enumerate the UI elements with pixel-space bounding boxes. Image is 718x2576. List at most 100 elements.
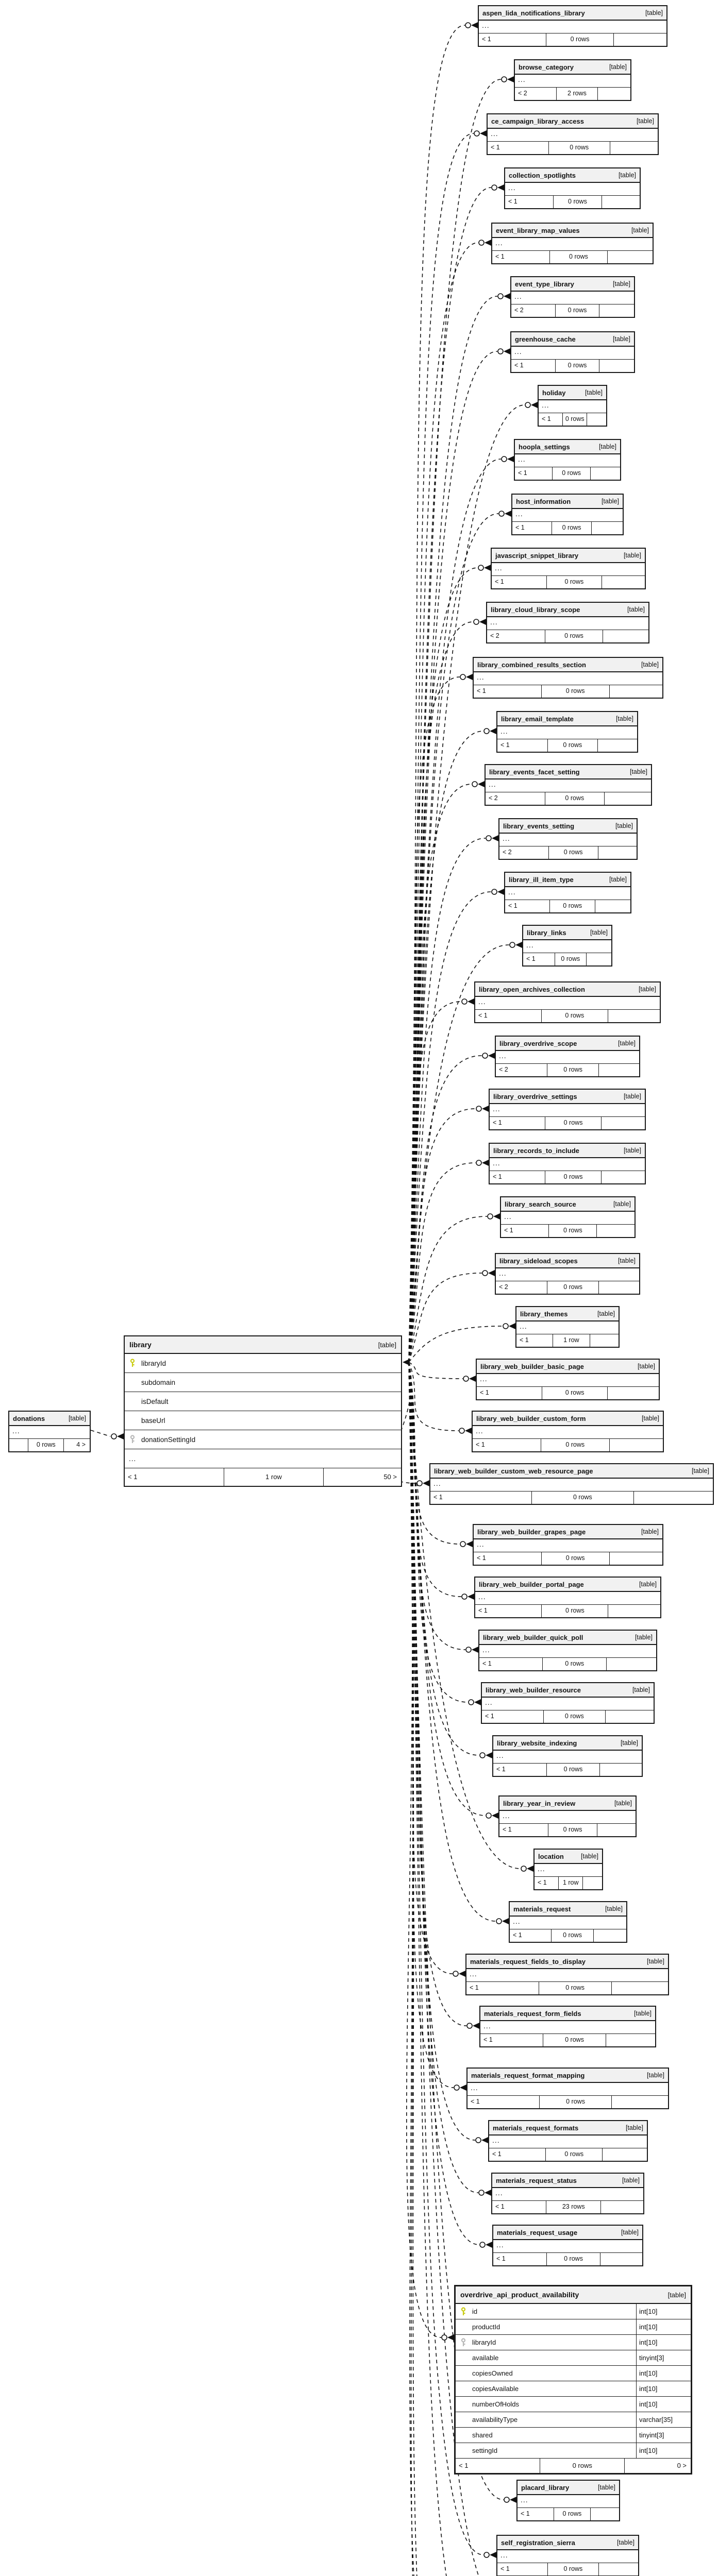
table-title[interactable]: library_cloud_library_scope	[491, 605, 580, 614]
table-title[interactable]: library	[129, 1341, 152, 1349]
related-table-node[interactable]: library_ill_item_type [table] ... < 1 0 …	[504, 872, 631, 913]
related-table-node[interactable]: browse_category [table] ... < 2 2 rows	[514, 59, 631, 101]
table-title[interactable]: library_combined_results_section	[477, 660, 586, 669]
related-table-node[interactable]: library_search_source [table] ... < 1 0 …	[500, 1196, 636, 1238]
related-table-node[interactable]: greenhouse_cache [table] ... < 1 0 rows	[510, 331, 635, 373]
overdrive-table-node[interactable]: overdrive_api_product_availability [tabl…	[454, 2285, 692, 2475]
table-title[interactable]: materials_request_format_mapping	[471, 2071, 585, 2079]
related-table-node[interactable]: library_events_setting [table] ... < 2 0…	[498, 818, 638, 860]
table-title[interactable]: library_events_facet_setting	[489, 768, 580, 776]
donations-table-node[interactable]: donations [table] ... 0 rows 4 >	[8, 1411, 91, 1452]
table-title[interactable]: library_web_builder_grapes_page	[477, 1528, 586, 1536]
table-title[interactable]: library_overdrive_scope	[499, 1039, 577, 1047]
table-title[interactable]: self_registration_sierra	[501, 2538, 575, 2547]
related-table-node[interactable]: library_website_indexing [table] ... < 1…	[492, 1735, 643, 1777]
child-count	[614, 33, 666, 46]
table-title[interactable]: library_web_builder_resource	[486, 1686, 581, 1694]
table-title[interactable]: location	[538, 1852, 564, 1860]
table-title[interactable]: placard_library	[521, 2483, 570, 2492]
related-table-node[interactable]: library_open_archives_collection [table]…	[474, 981, 661, 1023]
related-table-node[interactable]: library_web_builder_custom_web_resource_…	[429, 1463, 714, 1505]
parent-count: < 2	[487, 630, 545, 642]
related-table-node[interactable]: materials_request_fields_to_display [tab…	[465, 1954, 669, 1995]
related-table-node[interactable]: materials_request_format_mapping [table]…	[466, 2067, 669, 2109]
related-table-node[interactable]: library_web_builder_quick_poll [table] .…	[478, 1630, 657, 1671]
table-type-label: [table]	[378, 1341, 396, 1349]
table-title[interactable]: materials_request	[513, 1905, 571, 1913]
table-title[interactable]: library_web_builder_portal_page	[479, 1580, 584, 1588]
table-title[interactable]: ce_campaign_library_access	[491, 117, 584, 125]
related-table-node[interactable]: library_themes [table] ... < 1 1 row	[515, 1306, 620, 1348]
table-title[interactable]: library_overdrive_settings	[493, 1092, 577, 1100]
table-title[interactable]: library_open_archives_collection	[479, 985, 585, 993]
related-table-node[interactable]: library_overdrive_settings [table] ... <…	[489, 1089, 646, 1130]
related-table-node[interactable]: library_links [table] ... < 1 0 rows	[522, 925, 612, 967]
table-title[interactable]: collection_spotlights	[509, 171, 576, 179]
table-title[interactable]: library_web_builder_basic_page	[480, 1362, 584, 1370]
related-table-node[interactable]: materials_request_usage [table] ... < 1 …	[492, 2225, 643, 2266]
table-title[interactable]: library_sideload_scopes	[499, 1257, 578, 1265]
table-title[interactable]: greenhouse_cache	[515, 335, 576, 343]
table-title[interactable]: materials_request_usage	[497, 2228, 578, 2236]
related-table-node[interactable]: library_year_in_review [table] ... < 1 0…	[498, 1795, 637, 1837]
table-title[interactable]: materials_request_form_fields	[484, 2009, 581, 2018]
table-title[interactable]: materials_request_formats	[493, 2124, 579, 2132]
table-title[interactable]: library_website_indexing	[497, 1739, 577, 1747]
table-title[interactable]: overdrive_api_product_availability	[460, 2291, 579, 2299]
table-title[interactable]: aspen_lida_notifications_library	[482, 9, 585, 17]
related-table-node[interactable]: materials_request_formats [table] ... < …	[488, 2120, 648, 2162]
related-table-node[interactable]: holiday [table] ... < 1 0 rows	[538, 385, 607, 427]
related-table-node[interactable]: placard_library [table] ... < 1 0 rows	[516, 2480, 620, 2521]
table-title[interactable]: holiday	[542, 388, 566, 397]
table-title[interactable]: library_records_to_include	[493, 1146, 579, 1155]
related-table-node[interactable]: javascript_snippet_library [table] ... <…	[491, 548, 646, 589]
child-count: 4 >	[76, 1441, 86, 1448]
related-table-node[interactable]: materials_request [table] ... < 1 0 rows	[509, 1901, 627, 1943]
related-table-node[interactable]: location [table] ... < 1 1 row	[533, 1849, 603, 1890]
row-count: 0 rows	[545, 1171, 602, 1183]
related-table-node[interactable]: library_sideload_scopes [table] ... < 2 …	[495, 1253, 640, 1295]
related-table-node[interactable]: library_web_builder_basic_page [table] .…	[476, 1359, 660, 1400]
related-table-node[interactable]: library_web_builder_custom_form [table] …	[472, 1411, 664, 1452]
table-title[interactable]: library_ill_item_type	[509, 875, 574, 884]
related-table-node[interactable]: collection_spotlights [table] ... < 1 0 …	[504, 167, 641, 209]
table-title[interactable]: library_events_setting	[503, 822, 575, 830]
table-title[interactable]: materials_request_status	[496, 2176, 577, 2184]
related-table-node[interactable]: library_events_facet_setting [table] ...…	[485, 764, 652, 806]
table-title[interactable]: library_year_in_review	[503, 1799, 576, 1807]
library-table-node[interactable]: library [table] libraryId subdomain isDe…	[124, 1335, 402, 1487]
related-table-node[interactable]: library_overdrive_scope [table] ... < 2 …	[495, 1036, 640, 1077]
related-table-node[interactable]: library_combined_results_section [table]…	[473, 657, 663, 699]
related-table-node[interactable]: materials_request_form_fields [table] ..…	[479, 2006, 656, 2047]
related-table-node[interactable]: library_email_template [table] ... < 1 0…	[496, 711, 638, 753]
related-table-node[interactable]: event_library_map_values [table] ... < 1…	[491, 223, 654, 264]
related-table-node[interactable]: event_type_library [table] ... < 2 0 row…	[510, 276, 635, 318]
related-table-node[interactable]: library_web_builder_resource [table] ...…	[481, 1682, 655, 1724]
table-title[interactable]: library_themes	[520, 1310, 568, 1318]
related-table-node[interactable]: library_web_builder_portal_page [table] …	[474, 1577, 661, 1618]
table-title[interactable]: donations	[13, 1414, 45, 1422]
related-table-node[interactable]: self_registration_sierra [table] ... < 1…	[496, 2535, 639, 2576]
table-title[interactable]: library_web_builder_quick_poll	[483, 1633, 583, 1641]
related-table-node[interactable]: ce_campaign_library_access [table] ... <…	[487, 113, 659, 155]
table-title[interactable]: browse_category	[519, 63, 574, 71]
related-table-node[interactable]: aspen_lida_notifications_library [table]…	[478, 5, 667, 47]
table-title[interactable]: library_email_template	[501, 715, 574, 723]
table-title[interactable]: library_search_source	[505, 1200, 576, 1208]
table-title[interactable]: library_web_builder_custom_web_resource_…	[434, 1467, 593, 1475]
table-title[interactable]: library_links	[527, 928, 566, 937]
table-title[interactable]: library_web_builder_custom_form	[476, 1414, 586, 1422]
related-table-node[interactable]: library_cloud_library_scope [table] ... …	[486, 602, 649, 643]
table-title[interactable]: host_information	[516, 497, 571, 505]
related-table-node[interactable]: host_information [table] ... < 1 0 rows	[511, 494, 624, 535]
table-title[interactable]: event_type_library	[515, 280, 574, 288]
related-table-node[interactable]: library_records_to_include [table] ... <…	[489, 1143, 646, 1184]
table-title[interactable]: materials_request_fields_to_display	[470, 1957, 586, 1965]
table-title[interactable]: javascript_snippet_library	[495, 551, 579, 560]
related-table-node[interactable]: materials_request_status [table] ... < 1…	[491, 2173, 644, 2214]
table-title[interactable]: event_library_map_values	[496, 226, 580, 234]
related-table-node[interactable]: library_web_builder_grapes_page [table] …	[473, 1524, 663, 1566]
table-title[interactable]: hoopla_settings	[519, 443, 570, 451]
related-table-node[interactable]: hoopla_settings [table] ... < 1 0 rows	[514, 439, 621, 481]
